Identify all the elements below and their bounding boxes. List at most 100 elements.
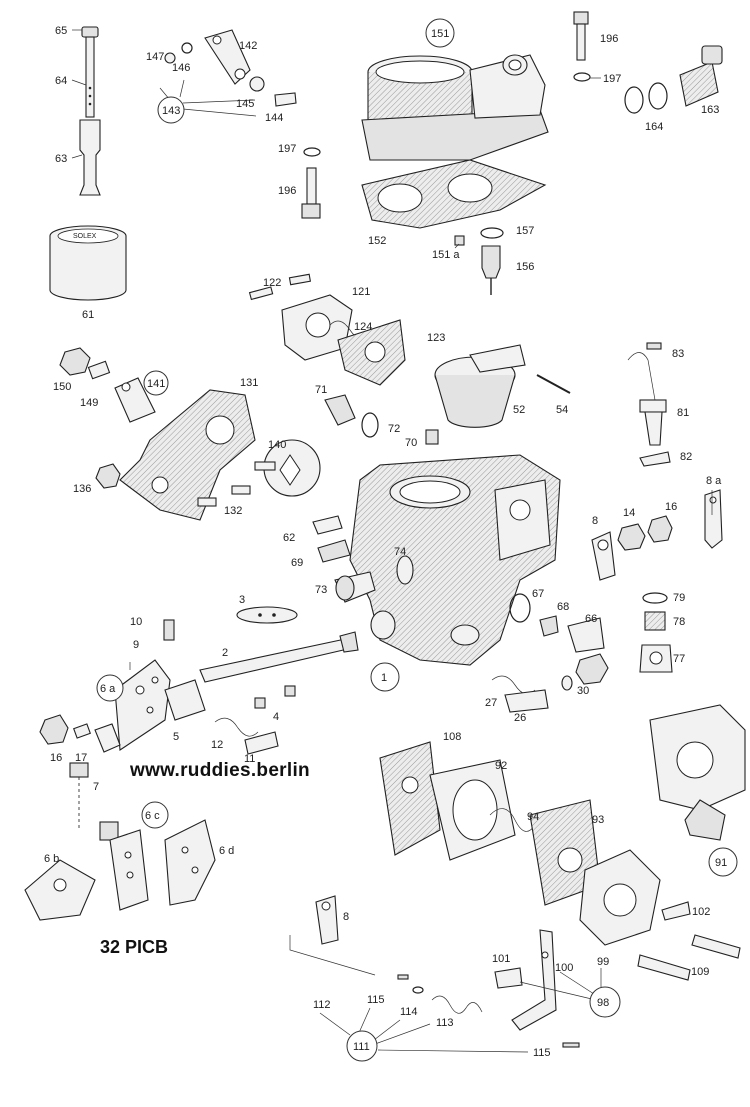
label-157: 157 xyxy=(516,225,534,237)
bottom-small-parts xyxy=(315,895,691,945)
label-197-mid: 197 xyxy=(278,143,296,155)
label-82: 82 xyxy=(680,451,692,463)
label-78: 78 xyxy=(673,616,685,628)
accelerator-pump-group xyxy=(379,741,661,946)
label-109: 109 xyxy=(691,966,709,978)
linkage-rod-group xyxy=(289,935,580,1048)
screw-196-top xyxy=(573,11,591,82)
label-112: 112 xyxy=(313,999,331,1011)
mixture-screw-group xyxy=(491,675,573,713)
model-label: 32 PICB xyxy=(100,937,169,957)
label-91: 91 xyxy=(715,857,727,869)
label-196-top: 196 xyxy=(600,33,618,45)
needle-valve-group xyxy=(454,227,504,295)
label-2: 2 xyxy=(222,647,228,659)
label-9: 9 xyxy=(133,639,139,651)
label-147: 147 xyxy=(146,51,164,63)
label-77: 77 xyxy=(673,653,685,665)
carburettor-cover-151 xyxy=(361,54,549,161)
venturi-logo: SOLEX xyxy=(73,233,97,240)
label-196-mid: 196 xyxy=(278,185,296,197)
label-6a: 6 a xyxy=(100,683,116,695)
label-115-upper: 115 xyxy=(367,994,385,1006)
lever-plates-6 xyxy=(24,819,216,921)
label-66: 66 xyxy=(585,613,597,625)
label-64: 64 xyxy=(55,75,67,87)
label-121: 121 xyxy=(352,286,370,298)
screw-196-mid xyxy=(301,147,321,219)
label-8-bottom: 8 xyxy=(343,911,349,923)
label-132: 132 xyxy=(224,505,242,517)
label-197-top: 197 xyxy=(603,73,621,85)
banjo-163 xyxy=(624,45,723,114)
venturi-61: SOLEX xyxy=(49,225,127,301)
pump-cover-group xyxy=(248,273,406,386)
label-83: 83 xyxy=(672,348,684,360)
label-8: 8 xyxy=(592,515,598,527)
label-151: 151 xyxy=(431,28,449,40)
label-71: 71 xyxy=(315,384,327,396)
label-144: 144 xyxy=(265,112,283,124)
label-94: 94 xyxy=(527,811,539,823)
cover-gasket-152 xyxy=(361,159,547,229)
emulsion-holder-63 xyxy=(79,119,101,196)
label-136: 136 xyxy=(73,483,91,495)
label-131: 131 xyxy=(240,377,258,389)
bracket-fixings xyxy=(95,439,321,507)
emulsion-tube-64 xyxy=(85,36,95,118)
label-115-lower: 115 xyxy=(533,1047,551,1059)
label-92: 92 xyxy=(495,760,507,772)
nut-150-149 xyxy=(59,347,156,423)
label-27: 27 xyxy=(485,697,497,709)
throttle-lever-group xyxy=(39,659,296,830)
label-108: 108 xyxy=(443,731,461,743)
label-8a: 8 a xyxy=(706,475,722,487)
label-99: 99 xyxy=(597,956,609,968)
label-149: 149 xyxy=(80,397,98,409)
label-79: 79 xyxy=(673,592,685,604)
label-142: 142 xyxy=(239,40,257,52)
air-correction-jet-65 xyxy=(81,26,99,38)
label-100: 100 xyxy=(555,962,573,974)
banjo-77-78-79 xyxy=(639,592,673,673)
label-146: 146 xyxy=(172,62,190,74)
float-52 xyxy=(434,344,571,428)
label-140: 140 xyxy=(268,439,286,451)
label-52: 52 xyxy=(513,404,525,416)
label-156: 156 xyxy=(516,261,534,273)
label-54: 54 xyxy=(556,404,568,416)
label-26: 26 xyxy=(514,712,526,724)
label-63: 63 xyxy=(55,153,67,165)
label-152: 152 xyxy=(368,235,386,247)
label-16-right: 16 xyxy=(665,501,677,513)
pump-bracket-131 xyxy=(119,389,256,521)
pump-lever-bracket xyxy=(494,929,741,1031)
label-14: 14 xyxy=(623,507,635,519)
label-16-left: 16 xyxy=(50,752,62,764)
fuel-pump-91 xyxy=(649,704,746,841)
idle-jet-83-81-82 xyxy=(627,342,671,467)
label-11: 11 xyxy=(244,753,255,765)
label-98: 98 xyxy=(597,997,609,1009)
label-4: 4 xyxy=(273,711,279,723)
label-67: 67 xyxy=(532,588,544,600)
throttle-shaft-group xyxy=(163,606,359,683)
label-163: 163 xyxy=(701,104,719,116)
encircled-labels xyxy=(96,18,738,1062)
label-12: 12 xyxy=(211,739,223,751)
jet-holder-71-72 xyxy=(324,394,439,445)
label-10: 10 xyxy=(130,616,142,628)
label-30: 30 xyxy=(577,685,589,697)
label-72: 72 xyxy=(388,423,400,435)
label-73: 73 xyxy=(315,584,327,596)
label-1: 1 xyxy=(381,672,387,684)
label-143: 143 xyxy=(162,105,180,117)
label-3: 3 xyxy=(239,594,245,606)
label-6c: 6 c xyxy=(145,810,160,822)
main-jet-group xyxy=(509,593,609,685)
label-65: 65 xyxy=(55,25,67,37)
label-111: 111 xyxy=(353,1041,370,1053)
label-93: 93 xyxy=(592,814,604,826)
